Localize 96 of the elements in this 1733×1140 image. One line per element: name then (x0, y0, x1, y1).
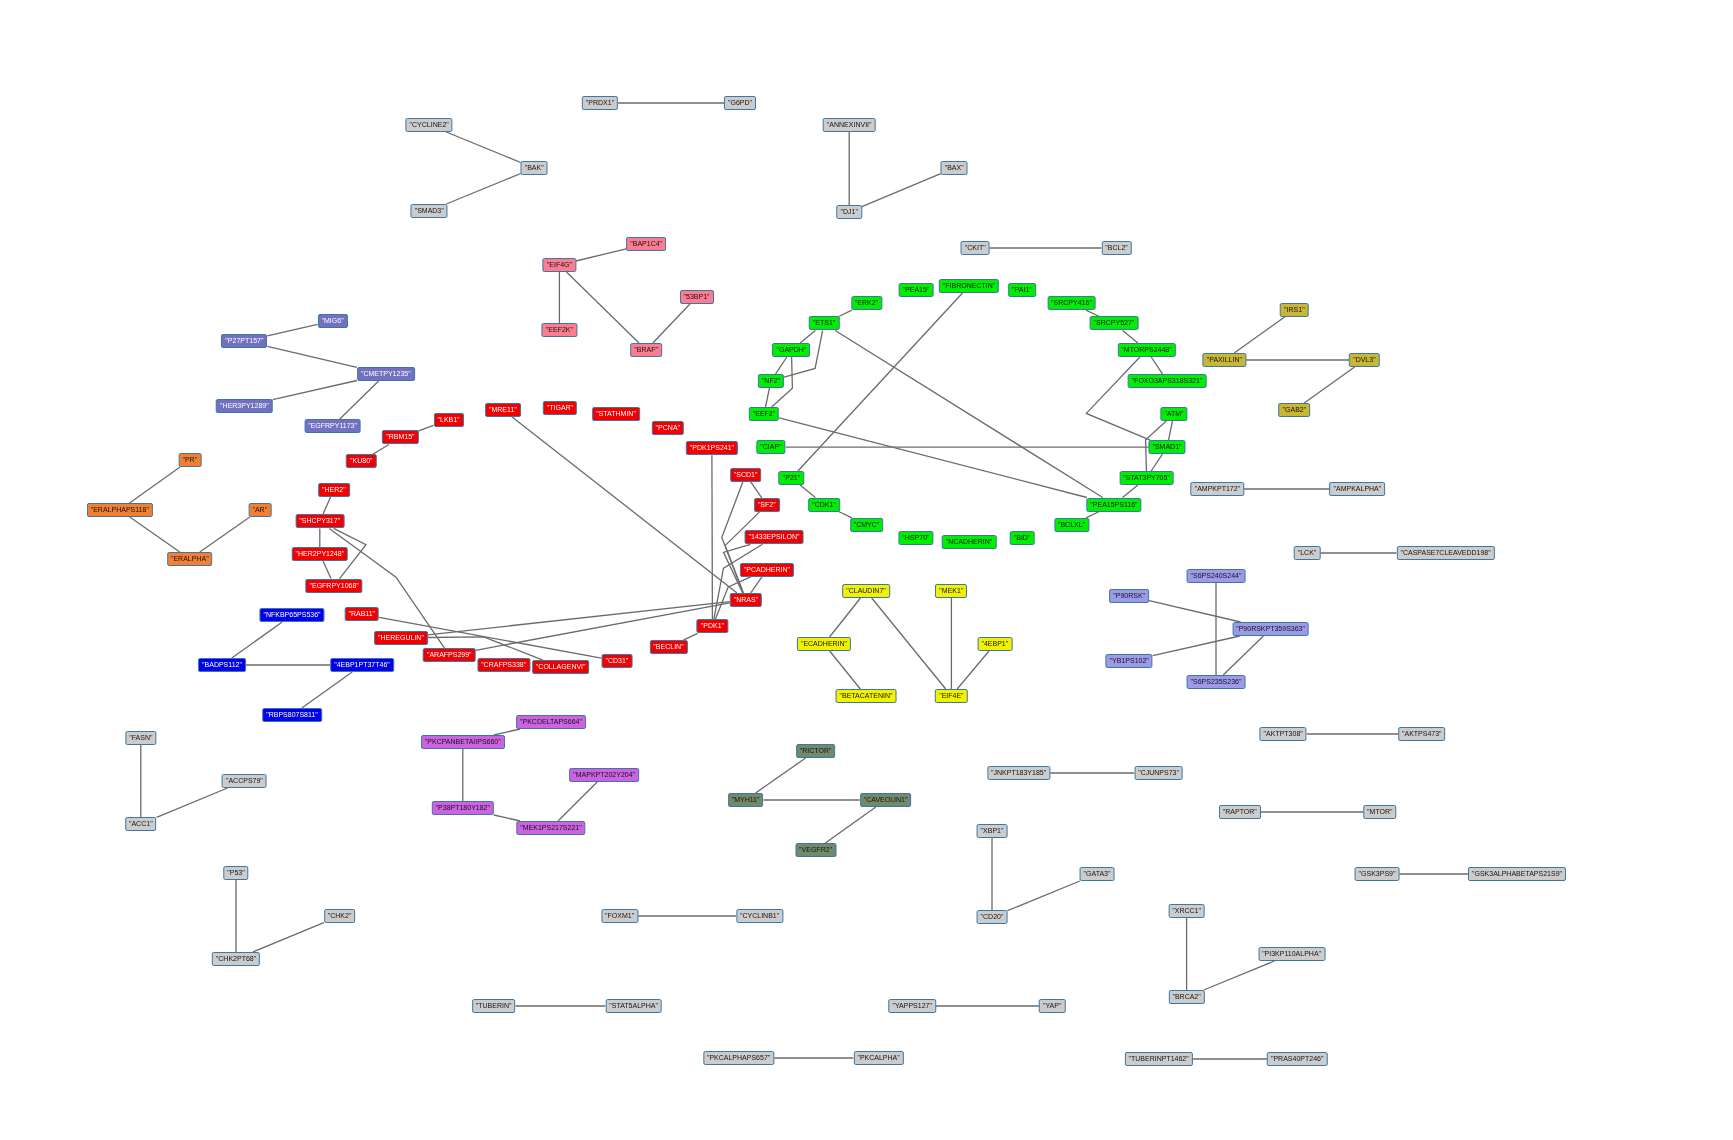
connector-line (714, 575, 752, 620)
connector-line (252, 921, 325, 953)
connector-line (575, 248, 627, 262)
connector-line (828, 597, 862, 638)
connector-line (140, 744, 142, 818)
connector-line (773, 1057, 855, 1059)
connector-line (1260, 811, 1364, 813)
connector-line (328, 527, 446, 649)
connector-line (750, 575, 763, 594)
connector-line (797, 292, 964, 472)
connector-line (493, 814, 521, 822)
connector-line (558, 271, 561, 324)
connector-line (652, 303, 691, 344)
connector-line (1303, 366, 1356, 404)
connector-line (1121, 329, 1139, 344)
connector-line (784, 446, 1150, 448)
connector-line (829, 650, 861, 690)
connector-line (319, 527, 321, 548)
connector-line (129, 516, 181, 553)
connector-line (1243, 488, 1331, 490)
connector-line (637, 915, 737, 917)
connector-line (1150, 453, 1164, 472)
connector-line (774, 356, 788, 375)
connector-line (1006, 880, 1081, 912)
connector-line (1192, 1058, 1268, 1060)
connector-line (245, 664, 331, 666)
connector-line (711, 454, 714, 620)
connector-line (771, 356, 794, 408)
connector-line (339, 380, 380, 420)
connector-line (332, 527, 367, 580)
connector-line (682, 632, 699, 641)
connector-line (724, 511, 761, 594)
connector-line (1150, 356, 1164, 375)
connector-line (1049, 772, 1135, 774)
connector-line (1222, 635, 1265, 676)
connector-line (1203, 960, 1276, 991)
connector-line (778, 417, 1088, 499)
connector-line (231, 621, 283, 659)
connector-line (427, 601, 731, 636)
connector-line (445, 131, 522, 164)
connector-line (301, 671, 353, 709)
connector-line (722, 543, 752, 594)
connector-line (861, 173, 942, 208)
connector-line (991, 837, 993, 911)
connector-line (764, 387, 771, 408)
connector-line (834, 329, 1104, 499)
connector-line (1148, 599, 1242, 623)
connector-line (1319, 552, 1398, 554)
connector-line (322, 560, 332, 580)
connector-line (754, 757, 807, 794)
connector-line (199, 516, 251, 553)
connector-line (266, 345, 358, 368)
connector-line (445, 172, 522, 205)
connector-line (749, 481, 763, 499)
connector-line (272, 379, 358, 401)
connector-line (378, 616, 603, 659)
connector-line (557, 781, 598, 822)
connector-line (1233, 316, 1286, 354)
connector-line (956, 650, 990, 690)
connector-line (155, 787, 229, 819)
connector-line (511, 416, 738, 594)
connector-line (950, 597, 953, 690)
connector-line (474, 602, 731, 651)
connector-line (871, 597, 947, 690)
connector-line (462, 748, 464, 802)
connector-line (762, 799, 861, 801)
connector-line (824, 806, 877, 844)
connector-line (514, 1005, 606, 1007)
connector-line (1398, 873, 1469, 875)
connector-line (372, 443, 390, 455)
connector-line (1215, 582, 1217, 676)
connector-line (1245, 359, 1350, 361)
connector-line (427, 636, 544, 661)
connector-line (799, 484, 817, 499)
connector-line (713, 543, 764, 620)
connector-line (565, 271, 640, 344)
connector-line (848, 131, 850, 206)
connector-line (235, 879, 237, 953)
connector-line (417, 424, 435, 432)
connector-line (935, 1005, 1040, 1007)
connector-line (266, 323, 319, 337)
connector-line (1144, 420, 1167, 472)
connector-line (1306, 733, 1399, 735)
connector-line (128, 466, 181, 504)
connector-line (837, 309, 853, 318)
connector-line (1085, 356, 1151, 441)
connector-line (988, 247, 1103, 249)
connector-line (1121, 484, 1139, 499)
connector-line (783, 329, 824, 378)
connector-line (1167, 420, 1174, 441)
connector-line (1152, 635, 1241, 657)
connector-line (1185, 917, 1188, 991)
connector-line (493, 728, 521, 736)
connector-line (799, 329, 817, 344)
connector-line (322, 496, 332, 516)
connector-line (617, 102, 725, 104)
